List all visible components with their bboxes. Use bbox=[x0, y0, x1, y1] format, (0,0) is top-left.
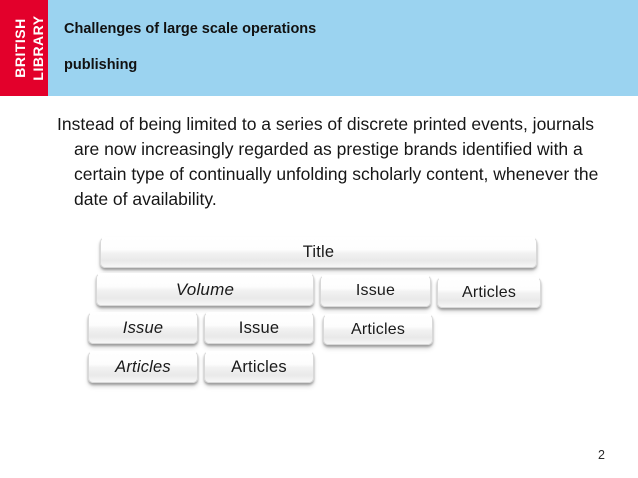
slide-title-block: Challenges of large scale operations pub… bbox=[64, 21, 604, 74]
body-paragraph: Instead of being limited to a series of … bbox=[57, 114, 599, 209]
diagram-node-label: Issue bbox=[355, 282, 396, 299]
logo-text-library: LIBRARY bbox=[30, 15, 46, 81]
british-library-logo: BRITISH LIBRARY bbox=[0, 0, 48, 96]
page-title: Challenges of large scale operations bbox=[64, 21, 317, 37]
diagram-node-articles-level2[interactable]: Articles bbox=[323, 314, 433, 345]
diagram-node-articles-level3-a[interactable]: Articles bbox=[88, 351, 198, 383]
diagram-node-label: Volume bbox=[175, 279, 235, 299]
page-number: 2 bbox=[598, 448, 605, 462]
diagram-node-label: Issue bbox=[238, 318, 280, 337]
diagram-node-label: Title bbox=[302, 243, 335, 261]
header-band: BRITISH LIBRARY Challenges of large scal… bbox=[0, 0, 638, 96]
diagram-node-label: Articles bbox=[231, 357, 287, 376]
diagram-node-issue-level1[interactable]: Issue bbox=[320, 275, 431, 307]
body-text-block: Instead of being limited to a series of … bbox=[57, 112, 614, 212]
diagram-node-issue-level2-a[interactable]: Issue bbox=[88, 312, 198, 344]
diagram-node-articles-level3-b[interactable]: Articles bbox=[204, 351, 314, 383]
diagram-node-volume[interactable]: Volume bbox=[96, 273, 314, 306]
diagram-node-articles-level1[interactable]: Articles bbox=[437, 277, 541, 308]
diagram-node-label: Articles bbox=[350, 320, 406, 338]
diagram-node-issue-level2-b[interactable]: Issue bbox=[204, 312, 314, 344]
diagram-node-label: Articles bbox=[461, 283, 517, 301]
diagram-node-title[interactable]: Title bbox=[100, 237, 537, 268]
diagram-node-label: Issue bbox=[122, 318, 164, 337]
diagram-node-label: Articles bbox=[115, 357, 171, 376]
logo-text-british: BRITISH bbox=[12, 18, 28, 78]
journal-hierarchy-diagram: Title Volume Issue Articles Issue Issue … bbox=[0, 225, 638, 400]
page-subtitle: publishing bbox=[64, 56, 138, 73]
